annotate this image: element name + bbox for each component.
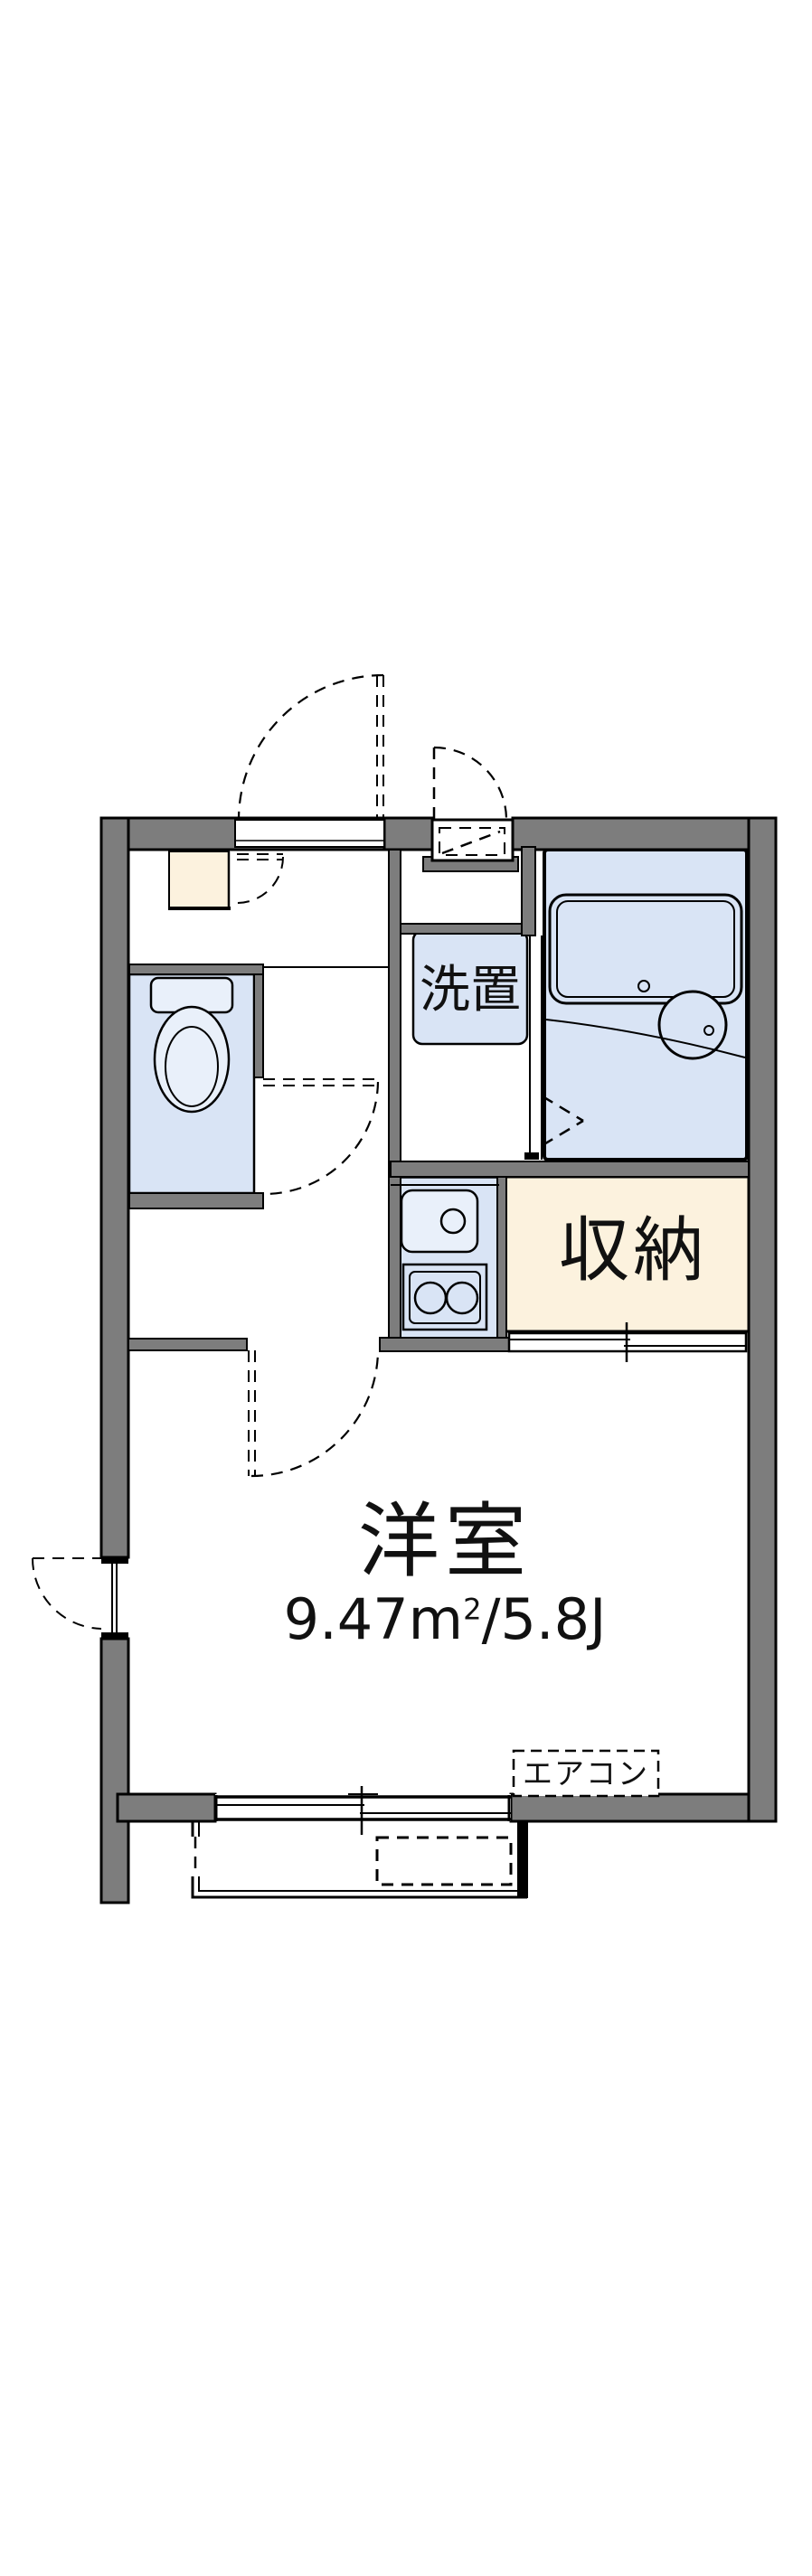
- area-tatami: /5.8J: [481, 1586, 607, 1652]
- left-window-swing: [32, 1557, 102, 1630]
- kitchen-sink: [400, 1189, 479, 1254]
- toilet-door-swing: [263, 1081, 380, 1196]
- aircon-dashed-box: [512, 1749, 660, 1798]
- wall-top-mid: [382, 816, 434, 851]
- bathtub-inner: [556, 900, 735, 998]
- balcony-inner-edge: [198, 1821, 522, 1892]
- sink-drain: [439, 1208, 467, 1235]
- bath-basin: [657, 990, 728, 1060]
- bath-floor-edge: [545, 1019, 746, 1058]
- bathtub: [548, 893, 743, 1005]
- main-window: [214, 1786, 511, 1835]
- left-window-cap-bottom: [101, 1632, 128, 1639]
- area-superscript: 2: [463, 1592, 482, 1627]
- entrance-and-pipe-space: [234, 818, 515, 862]
- wall-toilet-right: [253, 973, 264, 1078]
- wall-mid-band: [390, 1161, 750, 1178]
- wall-divider-left: [127, 1338, 248, 1351]
- laundry-space-label: 洗置: [420, 961, 521, 1020]
- storage-closet-label: 収納: [558, 1210, 708, 1292]
- wall-divider-right: [379, 1337, 512, 1352]
- balcony: [190, 1821, 528, 1899]
- shoe-cabinet: [168, 851, 230, 910]
- bathroom-folding-door: [542, 1095, 584, 1147]
- hall-door-swing: [236, 856, 284, 904]
- wall-left-upper: [99, 816, 130, 1559]
- kitchen-fixtures: [391, 1184, 499, 1331]
- closet-sliding-door: [507, 1322, 748, 1362]
- wall-toilet-bottom: [128, 1192, 264, 1209]
- left-window-opening: [101, 1557, 128, 1639]
- balcony-step-area: [375, 1836, 513, 1886]
- toilet-bowl: [153, 1005, 231, 1114]
- wall-top-right: [511, 816, 778, 851]
- unit-bath-fixtures: [542, 893, 746, 1147]
- wall-bottom-left-stub: [116, 1792, 217, 1823]
- entrance-door-swing: [237, 673, 384, 821]
- bath-door-frame-foot: [524, 1152, 539, 1160]
- bath-basin-drain: [703, 1025, 714, 1036]
- pipe-space-diagonal: [441, 830, 501, 855]
- toilet-bowl-inner: [165, 1026, 219, 1107]
- aircon-label: エアコン: [523, 1755, 649, 1791]
- wall-left-lower: [99, 1637, 130, 1904]
- main-room-area-label: 9.47m2/5.8J: [284, 1592, 607, 1648]
- balcony-outer-edge: [191, 1821, 527, 1899]
- wall-hall-toilet: [128, 964, 264, 975]
- wall-bath-left: [521, 846, 536, 936]
- room-door-swing: [250, 1349, 380, 1478]
- wall-right: [747, 816, 778, 1823]
- balcony-end-wall: [517, 1821, 528, 1898]
- swing-doors: [236, 673, 508, 1478]
- toilet-fixture: [149, 976, 234, 1114]
- gas-stove: [401, 1263, 488, 1331]
- pipe-space-hatch: [439, 827, 505, 856]
- pipe-space-door-swing: [433, 746, 508, 821]
- gas-stove-inner: [409, 1271, 481, 1324]
- wall-bottom-right: [509, 1792, 751, 1823]
- wall-corridor: [388, 849, 401, 1340]
- wall-laundry-top: [400, 923, 532, 935]
- entrance-sill: [234, 819, 385, 848]
- pipe-space-box: [430, 818, 515, 862]
- main-room-label: 洋室: [358, 1494, 532, 1589]
- left-window-cap-top: [101, 1557, 128, 1564]
- stove-burner-right: [445, 1281, 479, 1315]
- bathtub-drain: [637, 980, 650, 992]
- main-window-opening: [215, 1794, 511, 1821]
- wall-kitchen-storage: [496, 1176, 507, 1339]
- area-value: 9.47m: [283, 1586, 464, 1652]
- left-window: [32, 1557, 128, 1639]
